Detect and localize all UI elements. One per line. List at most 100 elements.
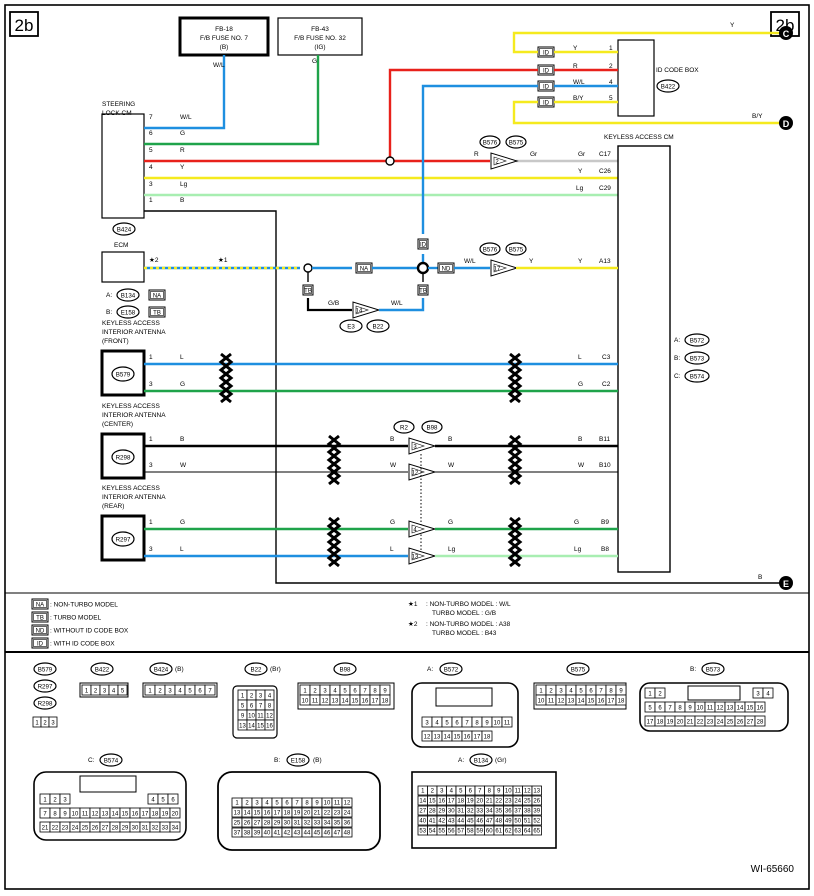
wire-color: G [448, 519, 453, 526]
pin-number: 5 [149, 147, 153, 154]
cv-b574-pin-number: 5 [161, 798, 165, 804]
steering-lock-title: STEERING [102, 101, 135, 108]
cv-b98-pin-number: 3 [323, 689, 327, 695]
pin-number: 1 [609, 45, 613, 52]
cv-b422-pin-number: 2 [94, 689, 98, 695]
cv-e158-pin-number: 14 [244, 811, 251, 817]
cv-b134-pin [531, 795, 542, 806]
cv-b134-pin [531, 785, 542, 796]
id-code-box [617, 39, 655, 117]
fuse-cond: (IG) [314, 44, 325, 51]
cv-e158-pin-number: 32 [304, 821, 311, 827]
cv-b573-pin-number: 1 [648, 692, 652, 698]
cv-b134-pin-number: 22 [495, 799, 502, 805]
cv-b575-pin-number: 17 [608, 699, 615, 705]
connector-b422 [656, 79, 680, 93]
connector-b424 [112, 222, 136, 236]
cv-b98-pin-number: 18 [382, 699, 389, 705]
cv-b134-label: B134 [474, 757, 489, 764]
cv-b575-pin-number: 1 [539, 689, 543, 695]
cv-prefix: A: [458, 757, 464, 764]
keyless-access-cm [617, 145, 671, 573]
cv-b134-pin-number: 1 [421, 789, 425, 795]
legend-tag-label: NA [36, 602, 44, 608]
antenna-title: (FRONT) [102, 338, 129, 345]
cv-b574-pin-number: 23 [62, 826, 69, 832]
joint-connector-rear-inner [411, 524, 425, 534]
connector-antenna-0 [111, 366, 135, 382]
cv-b575-pin-number: 16 [598, 699, 605, 705]
wire-color: W/L [180, 114, 192, 121]
pin-number: B8 [601, 546, 609, 553]
cv-b134 [469, 753, 493, 767]
cv-b579-pin-number: 3 [51, 721, 55, 727]
cv-e158-pin-number: 5 [275, 801, 279, 807]
wire-color: Lg [576, 185, 584, 192]
cv-b134-pin-number: 20 [476, 799, 483, 805]
cv-e158-pin-number: 2 [245, 801, 249, 807]
pin-number: 5 [609, 95, 613, 102]
cv-b134-pin-number: 45 [467, 819, 474, 825]
cv-b424-pin-number: 1 [148, 689, 152, 695]
joint-connector-e3-inner [355, 305, 369, 315]
cv-b134-pin-number: 27 [419, 809, 426, 815]
cv-b98-pin-number: 15 [352, 699, 359, 705]
cv-b573-pin-number: 7 [668, 706, 672, 712]
legend-tag-label: TB [36, 615, 44, 621]
tag-id-label: ID [543, 84, 550, 90]
cv-e158-pin-number: 27 [254, 821, 261, 827]
pin-number: C17 [599, 151, 611, 158]
cv-suffix: (Gr) [495, 757, 507, 764]
cv-b574-pin-number: 19 [162, 812, 169, 818]
cv-b134-pin-number: 46 [476, 819, 483, 825]
wire-color: Y [529, 258, 534, 265]
cv-b574-pin-number: 26 [92, 826, 99, 832]
cv-e158-pin-number: 3 [255, 801, 259, 807]
cv-b134-pin-number: 29 [438, 809, 445, 815]
cv-b134-pin-number: 36 [505, 809, 512, 815]
twisted-pair-icon-b [326, 516, 342, 568]
cv-b22-pin-number: 8 [268, 704, 272, 710]
cv-b134-pin-number: 16 [438, 799, 445, 805]
offpage-d-label: D [783, 119, 790, 129]
tag-ecm-label: TB [153, 310, 161, 316]
wire-color: W [180, 462, 187, 469]
cv-b422-pin [117, 684, 128, 696]
cv-e158-pin-number: 21 [314, 811, 321, 817]
fuse-box-fb43 [277, 17, 363, 56]
connector-b576-b-label: B576 [483, 246, 498, 253]
wire-color: B/Y [752, 113, 763, 120]
cv-b574-pin-number: 22 [52, 826, 59, 832]
cv-b422-pin-number: 3 [103, 689, 107, 695]
cv-b98-label: B98 [339, 666, 351, 673]
tag-id-inner [539, 66, 553, 74]
connector-b424-label: B424 [117, 226, 132, 233]
wire-color: W/L [391, 300, 403, 307]
cv-b22-pin-number: 2 [250, 694, 254, 700]
cv-e158-pin-number: 39 [254, 831, 261, 837]
cv-b98-pin [379, 694, 391, 706]
wire-color: B [180, 436, 184, 443]
cv-e158-pin-number: 42 [284, 831, 291, 837]
cv-b573-pin-number: 28 [757, 720, 764, 726]
cv-e158-pin-number: 31 [294, 821, 301, 827]
wire-color: W [578, 462, 585, 469]
cv-b573-pin-number: 18 [657, 720, 664, 726]
wire-color: Lg [448, 546, 456, 553]
cv-b98-pin-number: 1 [303, 689, 307, 695]
cv-b575-pin [615, 694, 627, 706]
antenna-box [100, 349, 146, 397]
cv-b572-pin [481, 730, 493, 742]
cv-b134-pin-number: 4 [450, 789, 454, 795]
cv-b572-pin-number: 3 [425, 721, 429, 727]
wire-color: Y [730, 22, 735, 29]
cv-b134-pin-number: 37 [514, 809, 521, 815]
cv-b573-pin-number: 16 [757, 706, 764, 712]
fuse-name: F/B FUSE NO. 7 [200, 35, 248, 42]
pin-number: 6 [149, 130, 153, 137]
connector-r2 [393, 420, 415, 434]
cv-b424-pin-number: 7 [208, 689, 212, 695]
joint-connector-a13-pin: 17 [494, 267, 501, 273]
cv-b422-label: B422 [95, 666, 110, 673]
cv-b98-pin-number: 5 [343, 689, 347, 695]
